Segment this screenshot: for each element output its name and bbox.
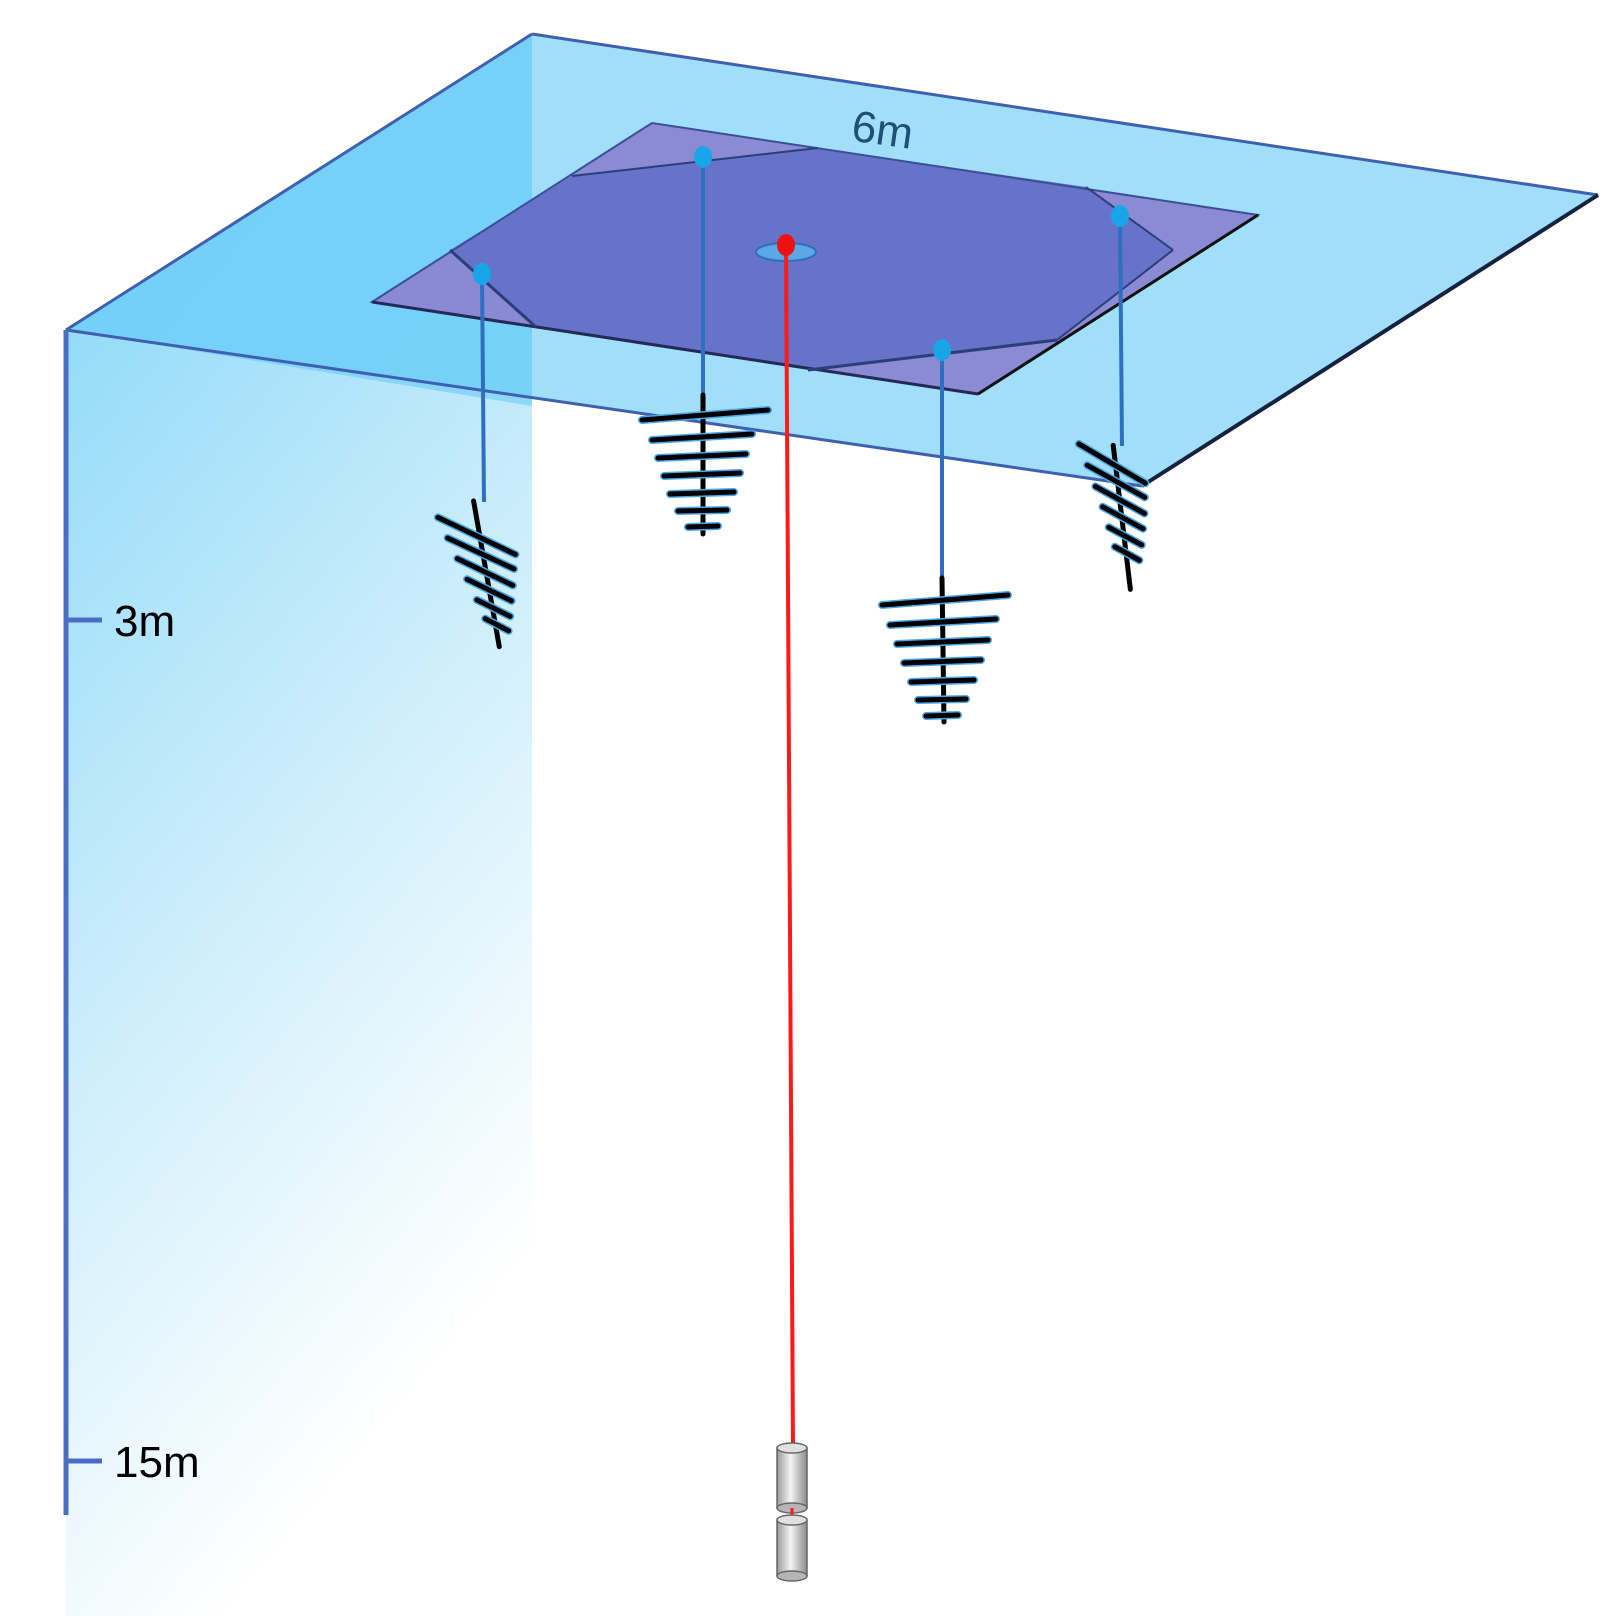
water-column-front xyxy=(66,36,532,1616)
platform-octagon xyxy=(450,148,1173,370)
depth-label-3m: 3m xyxy=(114,597,175,646)
antenna-array-front xyxy=(878,575,1012,725)
cylinder-weight-icon xyxy=(776,1442,808,1582)
depth-scale xyxy=(63,330,102,1515)
anchor-points xyxy=(473,146,1129,361)
anchor-point-front xyxy=(933,339,951,361)
antenna-array-right xyxy=(1074,439,1150,592)
antenna-array-icon xyxy=(433,392,1150,725)
center-point xyxy=(777,234,795,256)
mooring-line-left xyxy=(480,274,486,503)
anchor-point-right xyxy=(1111,205,1129,227)
antenna-array-back xyxy=(638,392,772,537)
depth-label-15m: 15m xyxy=(114,1438,200,1487)
water-surface-edges xyxy=(65,32,1600,488)
mooring-lines xyxy=(480,158,1124,582)
mooring-line-right xyxy=(1118,215,1124,447)
anchor-point-left xyxy=(473,263,491,285)
anchor-point-back xyxy=(694,146,712,168)
platform-width-label: 6m xyxy=(849,102,916,159)
center-line xyxy=(784,245,795,1449)
antenna-array-left xyxy=(433,498,520,650)
water-surface-shade xyxy=(66,34,532,406)
